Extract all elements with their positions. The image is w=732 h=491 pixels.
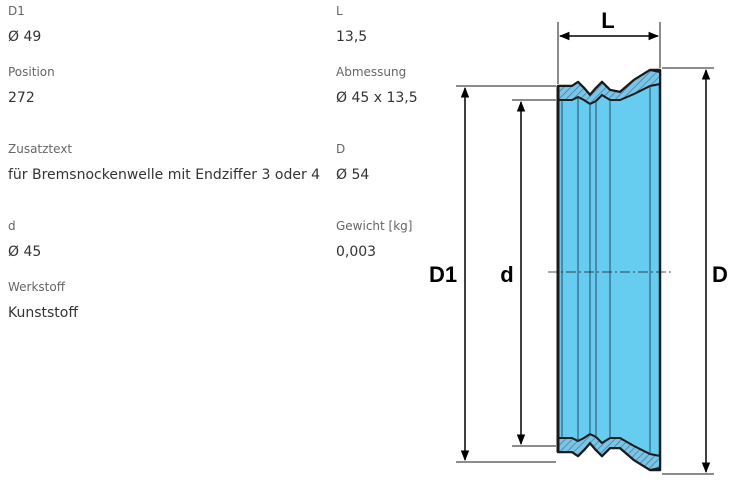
- property-label: Position: [8, 65, 55, 79]
- dimension-label-d1: D1: [429, 262, 457, 287]
- property-label: d: [8, 219, 16, 233]
- property-d-small: d Ø 45: [8, 219, 41, 261]
- property-label: Abmessung: [336, 65, 407, 79]
- property-zusatztext: Zusatztext für Bremsnockenwelle mit Endz…: [8, 142, 320, 184]
- property-value: Ø 54: [336, 167, 370, 183]
- property-label: L: [336, 4, 343, 18]
- top-section-hatch: [557, 68, 661, 106]
- dimension-label-l: L: [601, 8, 614, 33]
- property-l: L 13,5: [336, 4, 367, 46]
- property-werkstoff: Werkstoff Kunststoff: [8, 280, 78, 322]
- property-gewicht: Gewicht [kg] 0,003: [336, 219, 412, 261]
- property-label: D: [336, 142, 346, 156]
- property-value: Ø 45: [8, 244, 42, 260]
- property-value: Ø 45 x 13,5: [336, 90, 418, 106]
- property-value: Kunststoff: [8, 305, 79, 321]
- inner-lines: [561, 86, 651, 454]
- property-label: Werkstoff: [8, 280, 65, 294]
- dimension-label-d: d: [500, 262, 513, 287]
- property-value: für Bremsnockenwelle mit Endziffer 3 ode…: [8, 167, 321, 183]
- property-d-big: D Ø 54: [336, 142, 369, 184]
- property-d1: D1 Ø 49: [8, 4, 41, 46]
- ring-cross-section-drawing: L D1 d D: [429, 8, 728, 475]
- dimension-label-d-big: D: [712, 262, 728, 287]
- property-label: Zusatztext: [8, 142, 73, 156]
- property-label: D1: [8, 4, 25, 18]
- property-position: Position 272: [8, 65, 55, 107]
- bottom-section-hatch: [557, 432, 661, 472]
- property-value: 272: [8, 90, 35, 106]
- property-value: Ø 49: [8, 29, 42, 45]
- technical-drawing: L D1 d D: [420, 0, 732, 487]
- property-value: 13,5: [336, 29, 368, 45]
- property-abmessung: Abmessung Ø 45 x 13,5: [336, 65, 418, 107]
- ring-body: [556, 68, 662, 472]
- property-label: Gewicht [kg]: [336, 219, 413, 233]
- property-value: 0,003: [336, 244, 377, 260]
